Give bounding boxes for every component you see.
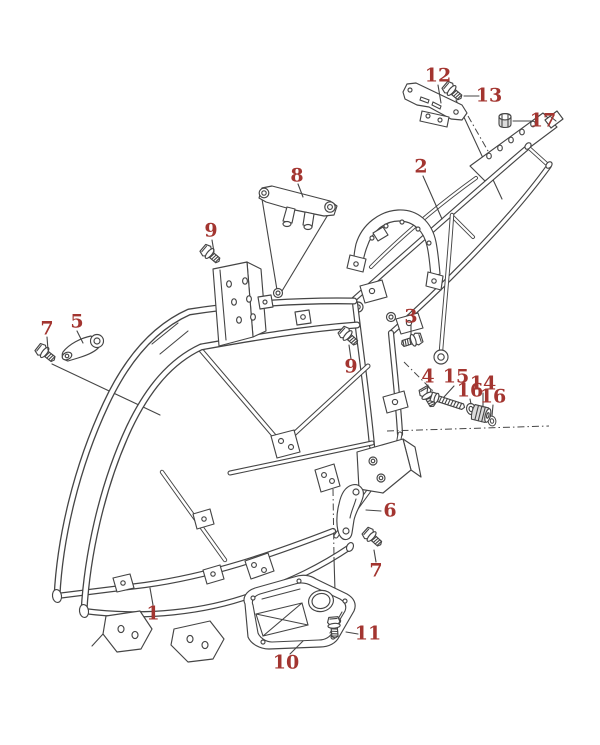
callout-14: 14 — [469, 372, 497, 395]
callout-5: 5 — [70, 310, 84, 333]
skid-plate-part-10 — [243, 574, 356, 650]
callout-17: 17 — [529, 109, 557, 132]
leader-lines — [46, 84, 533, 655]
rear-frame-part-2 — [346, 110, 564, 365]
carrier-bracket-part-12 — [402, 82, 468, 128]
callout-1: 1 — [146, 602, 160, 625]
fasteners — [33, 79, 512, 640]
callout-7-left: 7 — [40, 317, 54, 340]
callout-16-left: 16 — [456, 379, 484, 402]
callout-12: 12 — [424, 64, 452, 87]
callout-6: 6 — [383, 499, 397, 522]
callout-3: 3 — [404, 305, 418, 328]
bolt-part-7-lower — [360, 525, 386, 550]
callout-16-right: 16 — [479, 385, 507, 408]
callout-15: 15 — [442, 365, 470, 388]
bracket-part-5 — [61, 333, 105, 362]
callout-9-lower: 9 — [344, 355, 358, 378]
callout-7-lower: 7 — [369, 559, 383, 582]
callout-11: 11 — [354, 622, 382, 645]
callout-9-upper: 9 — [204, 219, 218, 242]
nut-part-17 — [498, 112, 512, 129]
bolt-part-9-upper — [198, 242, 224, 267]
bushing-part-14 — [470, 403, 492, 424]
main-frame-part-1 — [51, 261, 422, 663]
callout-4: 4 — [421, 365, 435, 388]
callout-2: 2 — [414, 155, 428, 178]
callout-8: 8 — [290, 164, 304, 187]
bracket-part-6 — [336, 484, 364, 541]
bolt-part-3 — [399, 331, 425, 351]
bolt-part-15 — [429, 391, 466, 410]
bolt-part-7-left — [33, 341, 59, 366]
bracket-part-8 — [258, 185, 338, 231]
callout-10: 10 — [272, 651, 300, 674]
callout-13: 13 — [475, 84, 503, 107]
